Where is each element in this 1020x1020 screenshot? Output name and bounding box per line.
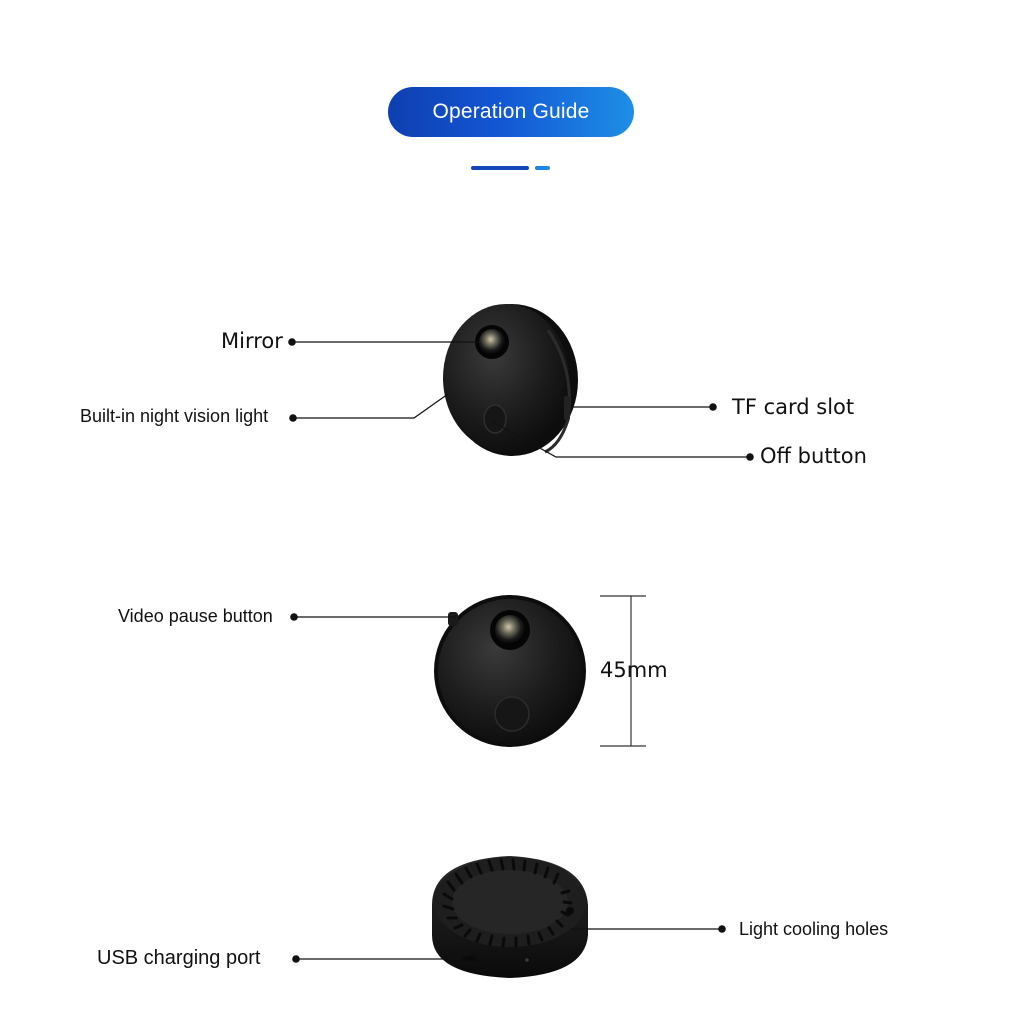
usb-port-shape <box>462 956 476 961</box>
callout-usb-charging-port: USB charging port <box>97 947 261 969</box>
leader-lines <box>292 341 750 960</box>
dot-icon <box>290 613 298 621</box>
dimension-bracket <box>600 595 646 747</box>
camera-angled-view <box>443 304 578 456</box>
dot-icon <box>292 955 300 963</box>
page-title: Operation Guide <box>432 100 590 123</box>
lens-icon <box>479 329 505 355</box>
tf-card-slot-shape <box>564 396 570 420</box>
cooling-holes-pattern <box>442 858 573 948</box>
callout-video-pause-button: Video pause button <box>118 606 273 626</box>
dot-icon <box>289 414 297 422</box>
dot-icon <box>746 453 754 461</box>
callout-night-vision-light: Built-in night vision light <box>80 406 269 426</box>
dimension-label: 45mm <box>600 658 668 682</box>
camera-back-view <box>432 856 588 978</box>
title-underline-long <box>471 166 529 170</box>
callout-off-button: Off button <box>760 444 867 468</box>
callout-tf-card-slot: TF card slot <box>732 395 855 419</box>
off-button-shape <box>483 404 507 434</box>
lens-icon-front <box>495 615 525 645</box>
button-shape-front <box>494 696 530 732</box>
page-title-pill: Operation Guide <box>388 87 634 137</box>
dot-icon <box>718 925 726 933</box>
callout-light-cooling-holes: Light cooling holes <box>739 919 889 939</box>
title-underline-short <box>535 166 550 170</box>
dot-icon <box>288 338 296 346</box>
dot-icon <box>709 403 717 411</box>
callout-mirror: Mirror <box>221 329 283 353</box>
callout-dots <box>288 338 754 963</box>
video-pause-button-shape <box>448 612 458 626</box>
camera-front-view <box>434 595 586 747</box>
